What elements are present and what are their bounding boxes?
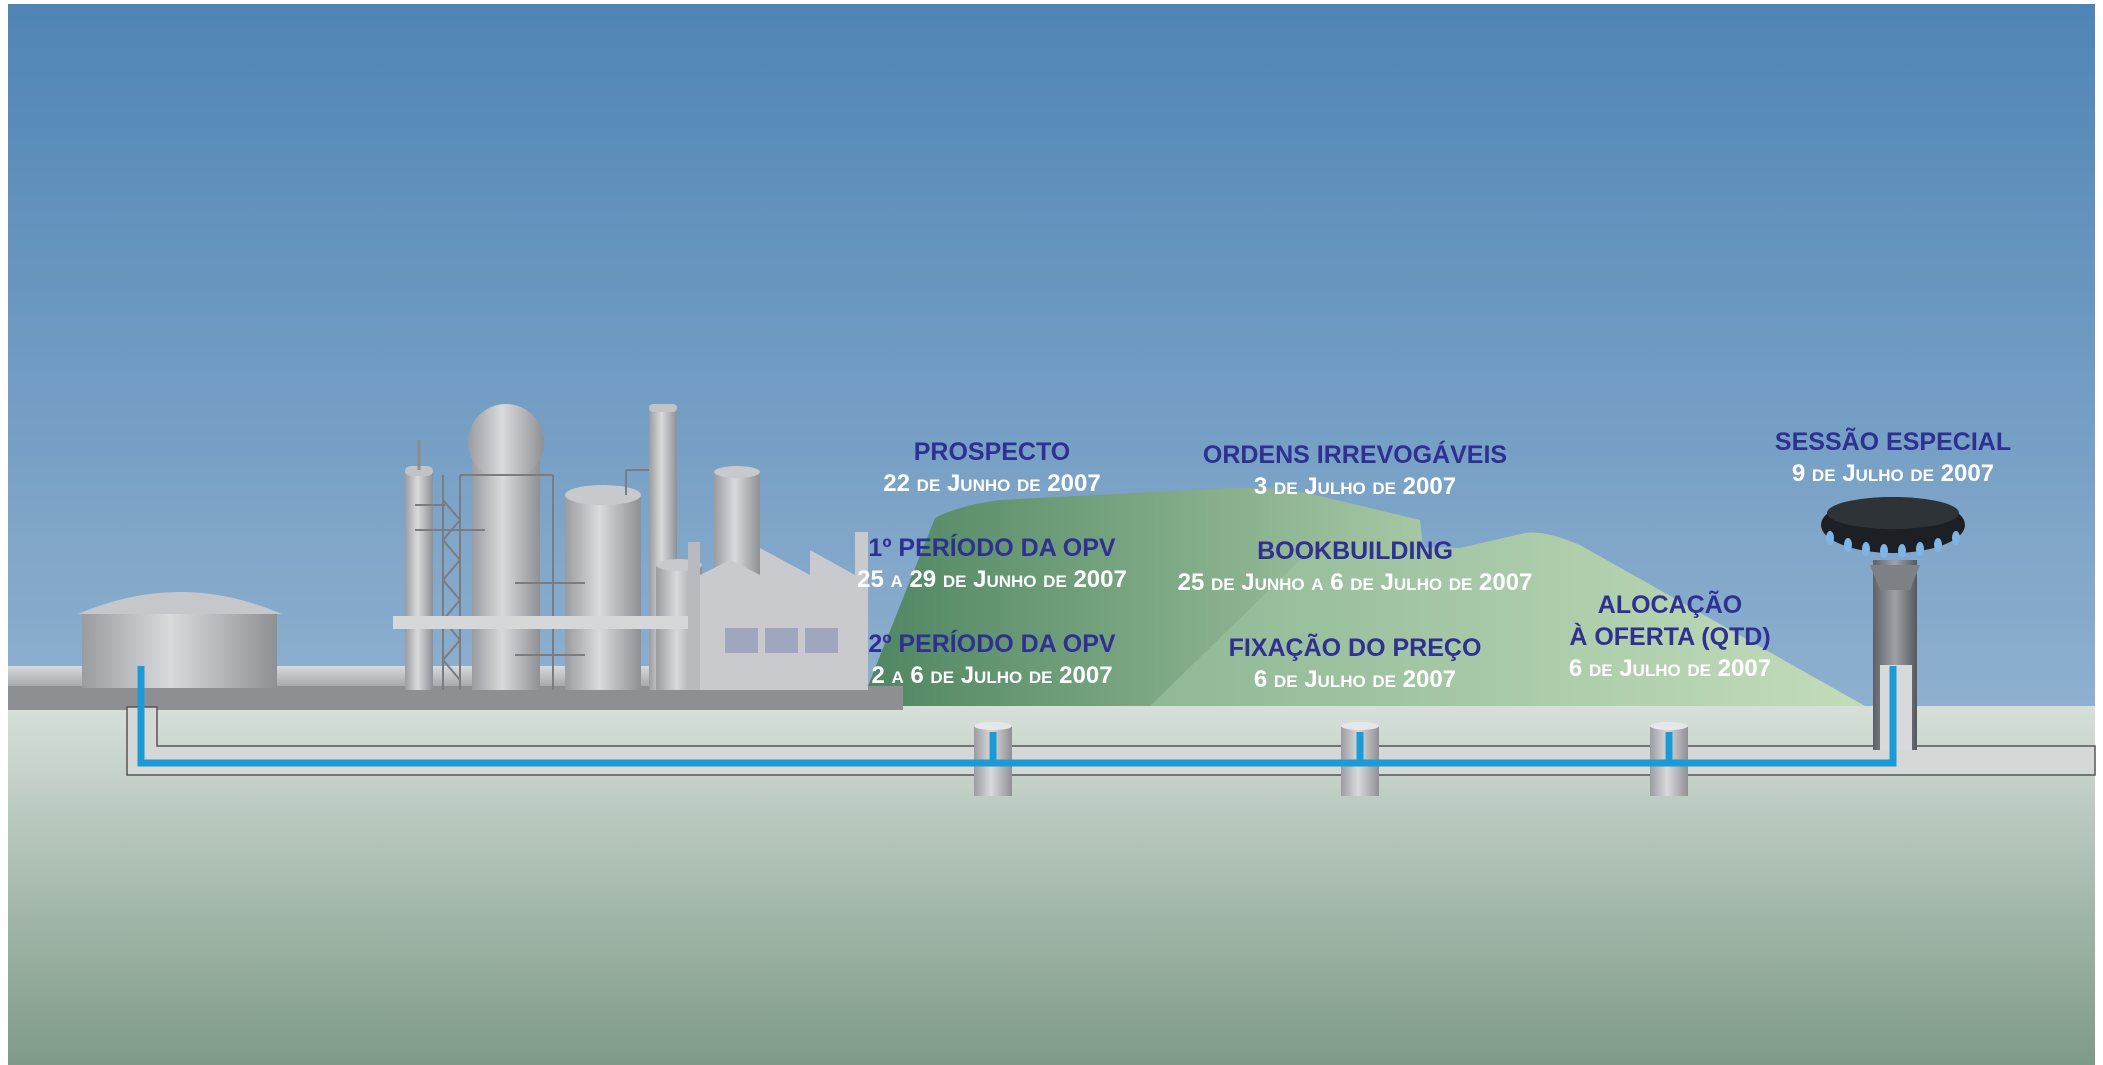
milestone-periodo1: 1º PERÍODO DA OPV 25 a 29 de Junho de 20…	[857, 532, 1127, 596]
milestone-title: FIXAÇÃO DO PREÇO	[1228, 634, 1482, 662]
burner-flames	[1826, 531, 1960, 558]
milestone-date: 3 de Julho de 2007	[1253, 473, 1457, 500]
milestone-title: BOOKBUILDING	[1257, 537, 1453, 565]
scaffold	[415, 469, 649, 690]
column-thin	[405, 470, 433, 690]
milestone-ordens: ORDENS IRREVOGÁVEIS 3 de Julho de 2007	[1203, 439, 1507, 503]
milestone-bookbuilding: BOOKBUILDING 25 de Junho a 6 de Julho de…	[1178, 535, 1533, 599]
milestone-sessao: SESSÃO ESPECIAL 9 de Julho de 2007	[1775, 426, 2011, 490]
milestone-date: 22 de Junho de 2007	[883, 470, 1101, 497]
milestone-title: ALOCAÇÃO	[1597, 591, 1743, 619]
milestone-date: 25 a 29 de Junho de 2007	[857, 566, 1127, 593]
storage-tank-roof	[78, 592, 282, 614]
milestone-date: 6 de Julho de 2007	[1253, 666, 1457, 693]
milestone-periodo2: 2º PERÍODO DA OPV 2 a 6 de Julho de 2007	[868, 628, 1115, 692]
sphere	[468, 404, 544, 480]
milestone-title: ORDENS IRREVOGÁVEIS	[1202, 441, 1508, 469]
factory-window	[805, 628, 838, 653]
milestone-title-line2: À OFERTA (QTD)	[1569, 623, 1771, 651]
milestone-title: PROSPECTO	[913, 438, 1071, 466]
column-thin-top	[405, 466, 433, 476]
milestone-fixacao: FIXAÇÃO DO PREÇO 6 de Julho de 2007	[1229, 632, 1482, 696]
milestone-prospecto: PROSPECTO 22 de Junho de 2007	[883, 436, 1100, 500]
milestone-date: 9 de Julho de 2007	[1791, 460, 1995, 487]
blue-flow-line	[137, 666, 1897, 767]
tank-mid	[565, 495, 641, 690]
hill-right	[1150, 532, 1865, 706]
factory-window	[725, 628, 758, 653]
storage-tank	[82, 612, 277, 688]
factory-window	[765, 628, 798, 653]
milestone-title: 1º PERÍODO DA OPV	[868, 534, 1116, 562]
burner-funnel	[1870, 565, 1920, 590]
milestone-title: SESSÃO ESPECIAL	[1774, 428, 2012, 456]
milestone-alocacao: ALOCAÇÃO À OFERTA (QTD) 6 de Julho de 20…	[1569, 589, 1771, 685]
milestone-date: 25 de Junho a 6 de Julho de 2007	[1177, 569, 1533, 596]
pipeline-casing	[126, 706, 2096, 776]
sphere-tower	[472, 440, 540, 690]
milestone-date: 6 de Julho de 2007	[1568, 655, 1772, 682]
milestone-date: 2 a 6 de Julho de 2007	[871, 662, 1113, 689]
milestone-title: 2º PERÍODO DA OPV	[868, 630, 1116, 658]
